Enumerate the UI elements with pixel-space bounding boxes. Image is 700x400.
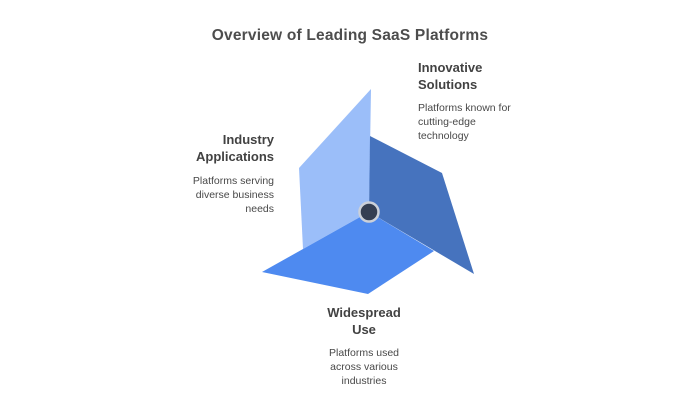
- section-innovative-solutions: Innovative Solutions Platforms known for…: [418, 59, 548, 143]
- section-widespread-use: Widespread Use Platforms used across var…: [294, 304, 434, 388]
- blade-innovative-solutions: [369, 136, 474, 274]
- section-description: Platforms serving diverse business needs: [192, 175, 274, 215]
- page-title: Overview of Leading SaaS Platforms: [211, 27, 489, 44]
- section-heading: Widespread Use: [327, 305, 401, 337]
- center-hub-dot: [358, 201, 380, 223]
- section-industry-applications: Industry Applications Platforms serving …: [144, 131, 274, 216]
- blade-industry-applications: [299, 89, 371, 249]
- section-description: Platforms known for cutting-edge technol…: [418, 102, 511, 142]
- blade-widespread-use: [262, 212, 434, 294]
- section-description: Platforms used across various industries: [328, 347, 400, 387]
- section-heading: Innovative Solutions: [418, 60, 483, 92]
- section-heading: Industry Applications: [195, 132, 274, 164]
